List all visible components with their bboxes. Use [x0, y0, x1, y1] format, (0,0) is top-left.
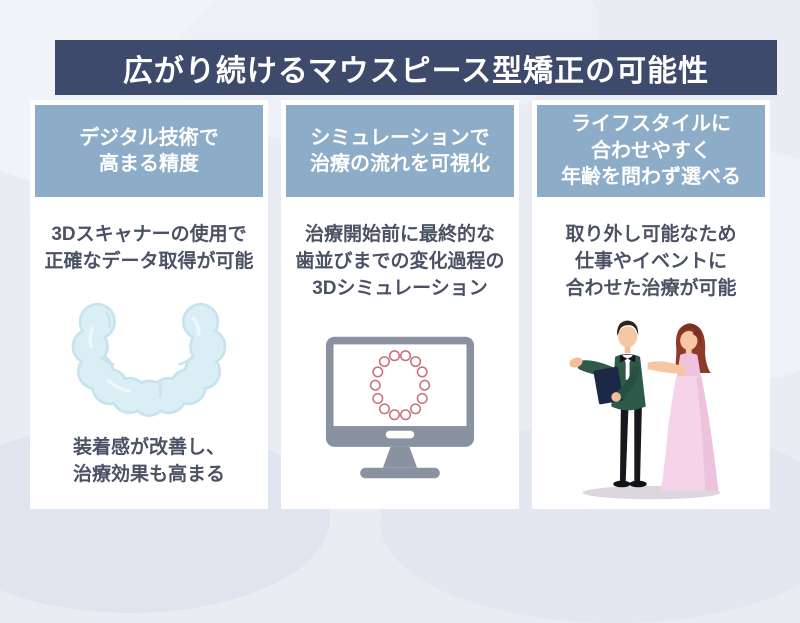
page-title-text: 広がり続けるマウスピース型矯正の可能性: [122, 54, 710, 88]
card-header: ライフスタイルに 合わせやすく 年齢を問わず選べる: [537, 105, 765, 197]
card-header-text: シミュレーションで 治療の流れを可視化: [310, 126, 490, 175]
card-lifestyle: ライフスタイルに 合わせやすく 年齢を問わず選べる 取り外し可能なため 仕事やイ…: [532, 100, 770, 509]
card-body-text: 治療開始前に最終的な 歯並びまでの変化過程の 3Dシミュレーション: [295, 224, 505, 299]
monitor-icon: [325, 336, 475, 479]
card-header: シミュレーションで 治療の流れを可視化: [286, 105, 514, 197]
card-body-text: 取り外し可能なため 仕事やイベントに 合わせた治療が可能: [565, 224, 737, 299]
dental-arch-icon: [369, 350, 431, 421]
couple-illustration: [568, 320, 720, 500]
feature-columns: デジタル技術で 高まる精度 3Dスキャナーの使用で 正確なデータ取得が可能: [30, 100, 770, 509]
card-header-text: デジタル技術で 高まる精度: [79, 126, 219, 175]
card-header: デジタル技術で 高まる精度: [35, 105, 263, 197]
page-title: 広がり続けるマウスピース型矯正の可能性: [55, 40, 777, 95]
aligner-icon: [71, 302, 227, 417]
card-simulation: シミュレーションで 治療の流れを可視化 治療開始前に最終的な 歯並びまでの変化過…: [281, 100, 519, 509]
card-header-text: ライフスタイルに 合わせやすく 年齢を問わず選べる: [561, 113, 741, 189]
card-digital-precision: デジタル技術で 高まる精度 3Dスキャナーの使用で 正確なデータ取得が可能: [30, 100, 268, 509]
card-footer-text: 装着感が改善し、 治療効果も高まる: [72, 437, 225, 486]
card-body-text: 3Dスキャナーの使用で 正確なデータ取得が可能: [44, 224, 254, 272]
